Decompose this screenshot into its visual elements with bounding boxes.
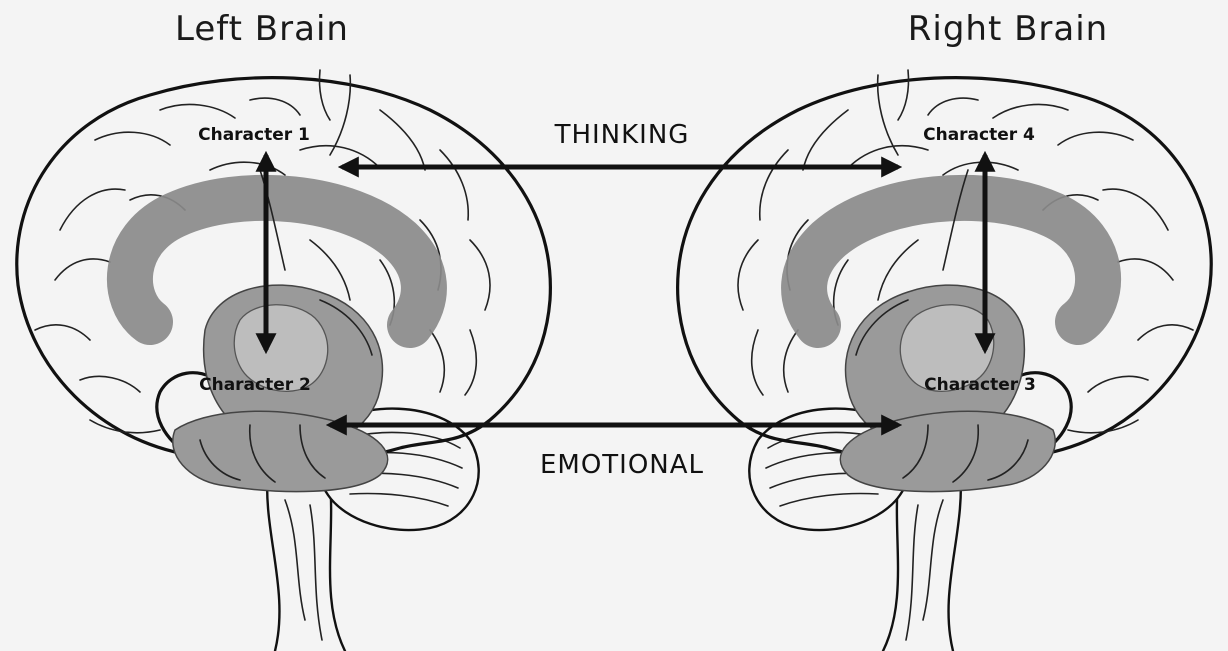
character-2-label: Character 2 bbox=[199, 375, 311, 395]
thinking-label: THINKING bbox=[554, 120, 690, 150]
right-brain-title: Right Brain bbox=[908, 9, 1108, 49]
character-4-label: Character 4 bbox=[923, 125, 1035, 145]
character-1-label: Character 1 bbox=[198, 125, 310, 145]
right-brain-illustration bbox=[678, 70, 1212, 651]
emotional-label: EMOTIONAL bbox=[540, 450, 704, 480]
left-brain-illustration bbox=[17, 70, 551, 651]
left-brain-title: Left Brain bbox=[175, 9, 349, 49]
character-3-label: Character 3 bbox=[924, 375, 1036, 395]
